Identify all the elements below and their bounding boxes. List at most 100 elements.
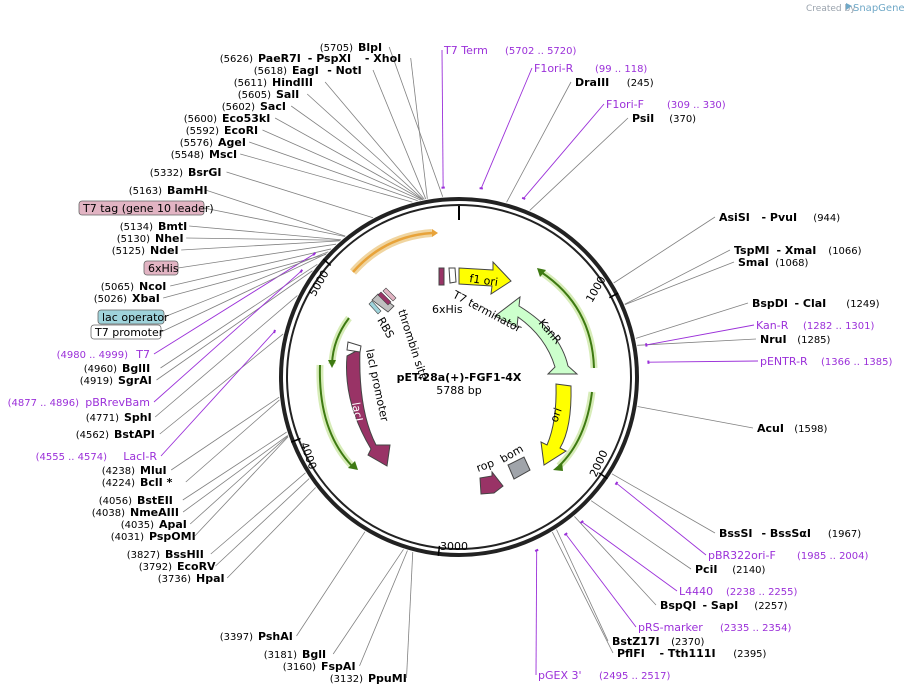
enzyme-ecorv[interactable]: (3792)EcoRV — [139, 560, 216, 573]
enzyme-name: PspOMI — [149, 530, 196, 543]
enzyme-eco53ki[interactable]: (5600)Eco53kI — [184, 112, 271, 125]
enzyme-smai[interactable]: SmaI(1068) — [738, 256, 809, 269]
enzyme-ppumi[interactable]: (3132)PpuMI — [330, 672, 407, 685]
enzyme-position: (5618) — [254, 66, 287, 77]
enzyme-fspai[interactable]: (3160)FspAI — [283, 660, 356, 673]
enzyme-agei[interactable]: (5576)AgeI — [180, 136, 246, 149]
enzyme-ndei[interactable]: (5125)NdeI — [112, 244, 179, 257]
enzyme-bstz17i[interactable]: BstZ17I(2370) — [612, 635, 704, 648]
feature-box-6xhis[interactable]: 6xHis — [143, 260, 179, 276]
enzyme-position: (5125) — [112, 246, 145, 257]
enzyme-bsteii[interactable]: (4056)BstEII — [99, 494, 173, 507]
primer-t7[interactable]: T7(4980 .. 4999) — [57, 252, 317, 361]
enzyme-bglii[interactable]: (4960)BglII — [84, 362, 150, 375]
feature-fgf1[interactable] — [350, 229, 438, 275]
enzyme-eagi[interactable]: (5618)EagI- NotI — [254, 64, 362, 77]
enzyme-name: EagI — [292, 64, 319, 77]
enzyme-position: (5611) — [234, 78, 267, 89]
enzyme-bspqi[interactable]: BspQI- SapI(2257) — [660, 599, 788, 612]
enzyme-asisi[interactable]: AsiSI- PvuI(944) — [719, 211, 840, 224]
enzyme-xbai[interactable]: (5026)XbaI — [94, 292, 160, 305]
feature-green-arc-laci — [316, 364, 358, 470]
enzyme-blpi[interactable]: (5705)BlpI — [320, 41, 382, 54]
feature-6xhis[interactable] — [438, 267, 445, 286]
primer-name: F1ori-F — [606, 98, 644, 111]
feature-t7-terminator[interactable] — [448, 267, 457, 284]
primer-laci-r[interactable]: LacI-R(4555 .. 4574) — [36, 329, 276, 463]
enzyme-sali[interactable]: (5605)SalI — [238, 88, 299, 101]
feature-rbs-cluster[interactable] — [368, 287, 397, 315]
enzyme-nrui[interactable]: NruI(1285) — [760, 333, 831, 346]
enzyme-acui[interactable]: AcuI(1598) — [757, 422, 828, 435]
feature-ori[interactable] — [540, 383, 572, 466]
enzyme-hindiii[interactable]: (5611) HindIII — [234, 76, 313, 89]
enzyme-tspmi[interactable]: TspMI- XmaI(1066) — [734, 244, 862, 257]
enzyme-mlui[interactable]: (4238)MluI — [102, 464, 167, 477]
primer-pbrrevbam[interactable]: pBRrevBam(4877 .. 4896) — [8, 269, 304, 409]
enzyme-name: NheI — [155, 232, 184, 245]
enzyme-pflfi[interactable]: PflFI- Tth111I(2395) — [617, 647, 767, 660]
enzyme-draiii[interactable]: DraIII(245) — [575, 76, 654, 89]
feature-green-arc-left — [328, 315, 352, 368]
enzyme-psii[interactable]: PsiI(370) — [632, 112, 696, 125]
primer-t7-term[interactable]: T7 Term(5702 .. 5720) — [441, 44, 577, 189]
primer-f1ori-f[interactable]: F1ori-F(309 .. 330) — [521, 98, 726, 200]
enzyme-ncoi[interactable]: (5065)NcoI — [101, 280, 167, 293]
enzyme-bspdi[interactable]: BspDI- ClaI(1249) — [752, 297, 880, 310]
enzyme-nmeaiii[interactable]: (4038)NmeAIII — [92, 506, 179, 519]
enzyme-pspomi[interactable]: (4031)PspOMI — [111, 530, 196, 543]
enzyme-position: (1285) — [797, 335, 830, 346]
enzyme-sgrai[interactable]: (4919)SgrAI — [80, 374, 152, 387]
feature-kanr[interactable] — [494, 295, 579, 375]
enzyme-bcli[interactable]: (4224)BclI * — [102, 476, 173, 489]
feature-lacI[interactable] — [346, 348, 391, 467]
feature-box-t7-tag-gene-10-leader[interactable]: T7 tag (gene 10 leader) — [78, 200, 214, 216]
primer-prs-marker[interactable]: pRS-marker(2335 .. 2354) — [563, 532, 792, 634]
enzyme-position: (5163) — [129, 186, 162, 197]
feature-rop[interactable] — [479, 470, 504, 495]
feature-lacI-promoter[interactable] — [346, 341, 362, 353]
enzyme-bsshii[interactable]: (3827)BssHII — [127, 548, 204, 561]
enzyme-pshai[interactable]: (3397)PshAI — [220, 630, 293, 643]
feature-box-lac-operator[interactable]: lac operator — [97, 309, 169, 325]
primer-f1ori-r[interactable]: F1ori-R(99 .. 118) — [479, 62, 648, 190]
primer-pentr-r[interactable]: pENTR-R(1366 .. 1385) — [647, 355, 893, 368]
enzyme-paer7i[interactable]: (5626)PaeR7I- PspXI- XhoI — [220, 52, 402, 65]
primer-pgex-3[interactable]: pGEX 3'(2495 .. 2517) — [534, 548, 671, 682]
enzyme-position: (1249) — [846, 299, 879, 310]
feature-green-arc-ori — [553, 391, 596, 471]
enzyme-bgli[interactable]: (3181)BglI — [264, 648, 326, 661]
enzyme-ecori[interactable]: (5592)EcoRI — [186, 124, 258, 137]
enzyme-name: MscI — [209, 148, 237, 161]
feature-box-t7-promoter[interactable]: T7 promoter — [90, 324, 164, 340]
feature-bom[interactable] — [507, 456, 531, 480]
enzyme-position: (4035) — [121, 520, 154, 531]
enzyme-name: ApaI — [159, 518, 187, 531]
enzyme-pcii[interactable]: PciI(2140) — [695, 563, 766, 576]
enzyme-bsssi[interactable]: BssSI- BssSαI(1967) — [719, 527, 861, 540]
enzyme-bstapi[interactable]: (4562)BstAPI — [76, 428, 155, 441]
enzyme-saci[interactable]: (5602)SacI — [222, 100, 286, 113]
enzyme-name: HindIII — [272, 76, 313, 89]
enzyme-msci[interactable]: (5548)MscI — [171, 148, 237, 161]
enzyme-position: (4919) — [80, 376, 113, 387]
enzyme-name: BssHII — [165, 548, 204, 561]
enzyme-name: BglII — [122, 362, 150, 375]
enzyme-position: (3397) — [220, 632, 253, 643]
primer-kan-r[interactable]: Kan-R(1282 .. 1301) — [645, 319, 875, 347]
enzyme-name: AsiSI — [719, 211, 750, 224]
enzyme-position: (2370) — [671, 637, 704, 648]
enzyme-hpai[interactable]: (3736)HpaI — [158, 572, 225, 585]
enzyme-position: (2140) — [732, 565, 765, 576]
enzyme-position: (5602) — [222, 102, 255, 113]
primer-l4440[interactable]: L4440(2238 .. 2255) — [579, 520, 798, 598]
feature-f1-ori[interactable] — [458, 260, 512, 296]
enzyme-bamhi[interactable]: (5163)BamHI — [129, 184, 208, 197]
enzyme-bsrgi[interactable]: (5332)BsrGI — [150, 166, 222, 179]
primer-pbr322ori-f[interactable]: pBR322ori-F(1985 .. 2004) — [614, 481, 869, 562]
enzyme-sphi[interactable]: (4771)SphI — [86, 411, 152, 424]
primer-position: (5702 .. 5720) — [505, 46, 577, 57]
enzyme-bmti[interactable]: (5134)BmtI — [120, 220, 187, 233]
enzyme-nhei[interactable]: (5130)NheI — [117, 232, 184, 245]
enzyme-apai[interactable]: (4035) ApaI — [121, 518, 187, 531]
